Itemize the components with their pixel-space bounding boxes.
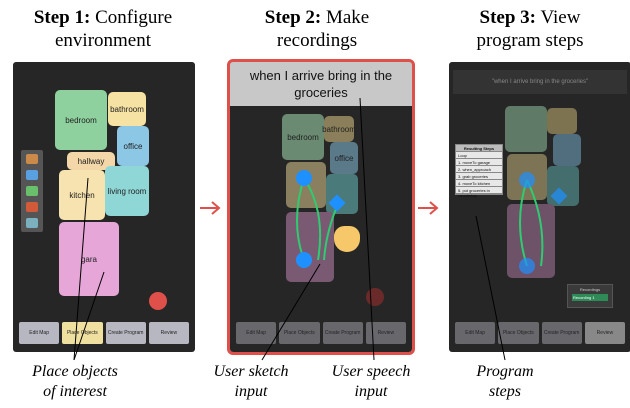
tablet-record: when I arrive bring in the groceries bed… — [227, 59, 415, 355]
person-icon[interactable] — [26, 170, 38, 180]
caption-line: steps — [489, 383, 521, 400]
program-steps-panel: Resulting Steps Loop 1. moveTo garage 2.… — [455, 144, 503, 198]
step3-text2: program steps — [476, 30, 584, 51]
room-bedroom — [505, 106, 547, 152]
speech-transcript-dim: "when I arrive bring in the groceries" — [453, 70, 627, 94]
room-bedroom[interactable]: bedroom — [55, 90, 107, 150]
step-item[interactable]: 1. moveTo garage — [456, 159, 502, 166]
room-bathroom — [547, 108, 577, 134]
step3-text: View — [540, 7, 581, 28]
arrow-right-icon — [200, 201, 221, 215]
step-item[interactable]: Loop — [456, 152, 502, 159]
recording-item[interactable]: Recording 1 — [572, 294, 608, 301]
plant-icon[interactable] — [26, 186, 38, 196]
room-bathroom: bathroom — [322, 116, 356, 142]
step3-title: Step 3: View program steps — [435, 6, 625, 52]
create-program-button[interactable]: Create Program — [322, 322, 363, 344]
room-living[interactable]: living room — [105, 166, 149, 216]
room-label: gara — [80, 254, 97, 264]
caption-place-objects: Place objects of interest — [10, 362, 140, 402]
step2-label: Step 2: — [264, 7, 322, 28]
room-bedroom: bedroom — [282, 114, 324, 160]
arrow-right-icon — [418, 201, 439, 215]
caption-line: Program — [476, 363, 534, 380]
step2-title: Step 2: Make recordings — [222, 6, 412, 52]
place-objects-button[interactable]: Place Objects — [498, 322, 539, 344]
review-button[interactable]: Review — [584, 322, 625, 344]
step-item[interactable]: 3. grab groceries — [456, 173, 502, 180]
room-label: bathroom — [110, 104, 144, 114]
toolbar: Edit Map Place Objects Create Program Re… — [236, 322, 406, 344]
edit-map-button[interactable]: Edit Map — [19, 322, 60, 344]
room-kitchen[interactable]: kitchen — [59, 170, 105, 220]
speech-transcript: when I arrive bring in the groceries — [230, 62, 412, 106]
place-objects-button[interactable]: Place Objects — [279, 322, 320, 344]
stove-icon[interactable] — [26, 202, 38, 212]
toolbar: Edit Map Place Objects Create Program Re… — [19, 322, 189, 344]
tablet-configure: bedroom bathroom office hallway living r… — [13, 62, 195, 352]
room-label: office — [123, 141, 143, 151]
tablet-review: "when I arrive bring in the groceries" R… — [449, 62, 630, 352]
room-label: bedroom — [287, 132, 319, 142]
room-office — [553, 134, 581, 166]
caption-line: input — [234, 383, 268, 400]
basket-icon[interactable] — [26, 218, 38, 228]
step-item[interactable]: 4. moveTo kitchen — [456, 180, 502, 187]
step-item[interactable]: 2. when_approach — [456, 166, 502, 173]
room-garage[interactable]: gara — [59, 222, 119, 296]
room-label: living room — [107, 186, 147, 196]
recordings-panel: Recordings Recording 1 — [567, 284, 613, 308]
sketch-path — [296, 170, 346, 268]
step1-text2: environment — [54, 30, 152, 51]
caption-program: Program steps — [455, 362, 555, 402]
edit-map-button[interactable]: Edit Map — [236, 322, 277, 344]
step1-label: Step 1: — [33, 7, 91, 28]
room-label: office — [334, 153, 354, 163]
program-path — [519, 172, 568, 274]
toolbar: Edit Map Place Objects Create Program Re… — [455, 322, 625, 344]
room-label: kitchen — [69, 190, 95, 200]
room-office[interactable]: office — [117, 126, 149, 166]
caption-line: input — [354, 383, 388, 400]
edit-map-button[interactable]: Edit Map — [455, 322, 496, 344]
steps-header: Resulting Steps — [456, 145, 502, 152]
room-bathroom[interactable]: bathroom — [108, 92, 146, 126]
place-objects-button[interactable]: Place Objects — [62, 322, 103, 344]
caption-line: User speech — [331, 363, 411, 380]
object-palette — [21, 150, 43, 232]
room-office: office — [330, 142, 358, 174]
create-program-button[interactable]: Create Program — [541, 322, 582, 344]
room-label: hallway — [77, 156, 105, 166]
room-label: bedroom — [65, 115, 97, 125]
hand-icon — [334, 226, 360, 252]
caption-speech: User speech input — [316, 362, 426, 402]
caption-line: User sketch — [213, 363, 289, 380]
step2-text: Make — [325, 7, 370, 28]
room-label: bathroom — [322, 124, 356, 134]
caption-line: Place objects — [32, 363, 118, 380]
room-hallway[interactable]: hallway — [67, 152, 115, 170]
caption-sketch: User sketch input — [196, 362, 306, 402]
step2-text2: recordings — [276, 30, 358, 51]
room-living — [326, 174, 358, 214]
box-icon[interactable] — [26, 154, 38, 164]
recordings-label: Recordings — [579, 287, 601, 292]
create-program-button[interactable]: Create Program — [105, 322, 146, 344]
review-button[interactable]: Review — [365, 322, 406, 344]
caption-line: of interest — [43, 383, 107, 400]
review-button[interactable]: Review — [148, 322, 189, 344]
step-item[interactable]: 5. put groceries in countertop — [456, 187, 502, 198]
step1-text: Configure — [95, 7, 173, 28]
trash-icon[interactable] — [149, 292, 167, 310]
step3-label: Step 3: — [479, 7, 537, 28]
step1-title: Step 1: Configure environment — [8, 6, 198, 52]
